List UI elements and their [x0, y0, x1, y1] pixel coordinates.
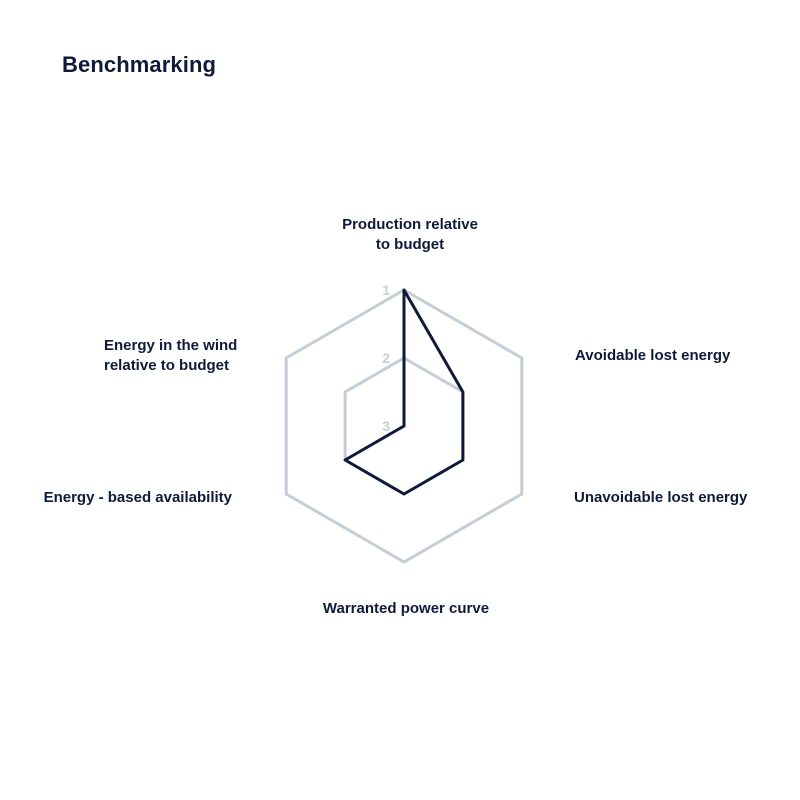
radar-series [343, 288, 465, 496]
tick-label-2: 2 [382, 350, 390, 366]
axis-label-4: Warranted power curve [323, 600, 489, 617]
grid-ring-1 [284, 288, 524, 564]
radar-tick-labels: 1 2 3 [382, 282, 390, 434]
axis-label-2: Avoidable lost energy [575, 347, 731, 364]
tick-label-3: 3 [382, 418, 390, 434]
series-line [343, 288, 465, 496]
axis-label-3: Unavoidable lost energy [574, 489, 748, 506]
axis-label-5: Energy - based availability [44, 489, 233, 506]
page-title: Benchmarking [62, 52, 217, 77]
tick-label-1: 1 [382, 282, 390, 298]
